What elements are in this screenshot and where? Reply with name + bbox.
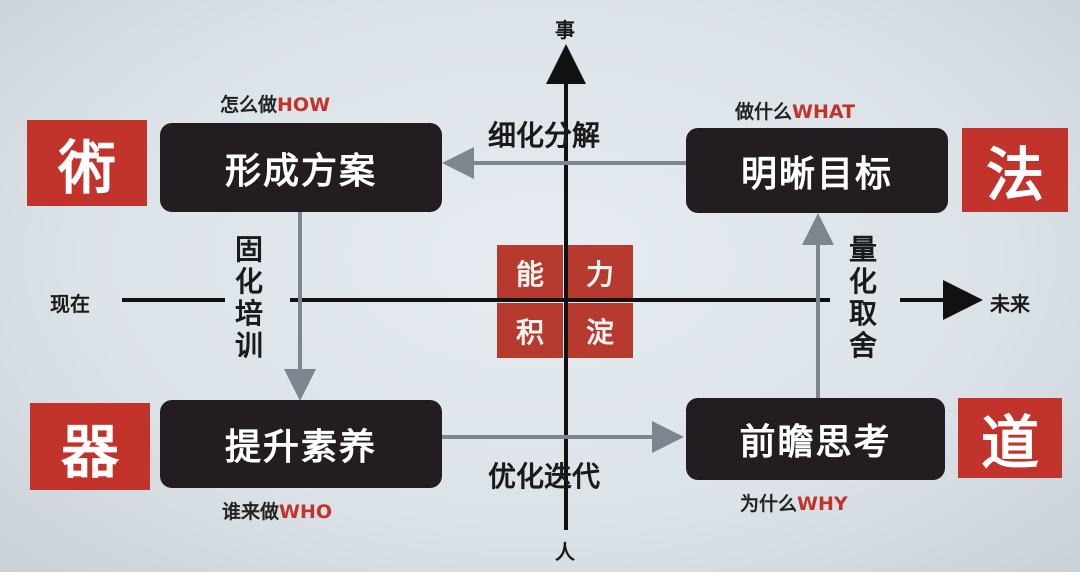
axis-overlay-h <box>492 298 638 302</box>
question-what: 做什么WHAT <box>735 101 856 123</box>
glyph-qi: 器 <box>30 403 150 490</box>
axis-label-right: 未来 <box>990 292 1030 316</box>
axis-label-left: 现在 <box>50 292 90 316</box>
question-how: 怎么做HOW <box>220 94 331 116</box>
glyph-shu: 術 <box>27 120 147 206</box>
box-quality: 提升素养 <box>160 400 442 488</box>
glyph-dao: 道 <box>958 398 1062 478</box>
flow-label-bottom: 优化迭代 <box>488 460 601 493</box>
axis-label-bottom: 人 <box>555 540 575 564</box>
box-goal: 明晰目标 <box>686 128 948 213</box>
box-foresight: 前瞻思考 <box>686 398 945 480</box>
question-why: 为什么WHY <box>740 493 848 515</box>
flow-label-left: 固化培训 <box>234 233 263 362</box>
center-cell: 力 <box>567 245 633 300</box>
axis-label-top: 事 <box>555 18 575 42</box>
question-who: 谁来做WHO <box>222 501 333 523</box>
flow-label-right: 量化取舍 <box>848 233 877 362</box>
glyph-fa: 法 <box>962 128 1068 212</box>
center-cell: 淀 <box>567 303 633 358</box>
box-plan: 形成方案 <box>160 123 442 212</box>
flow-label-top: 细化分解 <box>488 119 601 152</box>
center-cell: 积 <box>497 303 563 358</box>
center-cell: 能 <box>497 245 563 300</box>
